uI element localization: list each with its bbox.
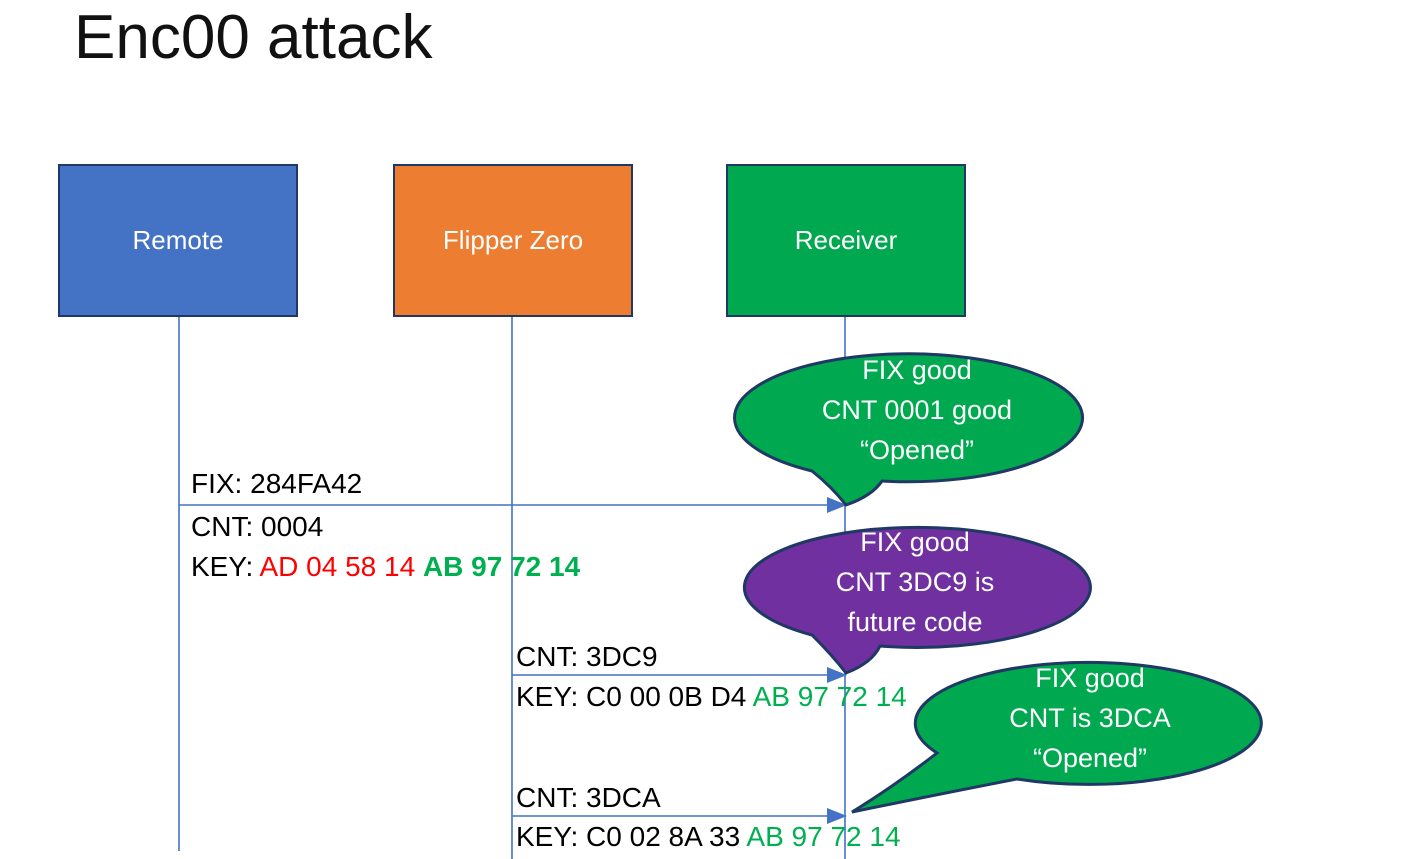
actor-label-remote: Remote: [132, 225, 224, 255]
message2-cnt-line: CNT: 3DC9: [516, 641, 658, 673]
actor-box-flipper-zero: Flipper Zero: [393, 164, 633, 317]
actor-label-flipper-zero: Flipper Zero: [442, 225, 584, 255]
callout-bubble-2: [742, 525, 1092, 675]
callout2-text: FIX good CNT 3DC9 is future code: [745, 522, 1085, 642]
message3-key-line: KEY: C0 02 8A 33 AB 97 72 14: [516, 821, 901, 853]
message2-key-black-bytes: C0 00 0B D4: [586, 681, 747, 712]
message3-key-black-bytes: C0 02 8A 33: [586, 821, 741, 852]
callout3-line2: CNT is 3DCA: [1009, 703, 1171, 733]
message1-key-label: KEY:: [191, 551, 254, 582]
message2-arrowhead-icon: [827, 667, 847, 683]
callout-bubble-3: [851, 660, 1263, 814]
callout1-line1: FIX good: [862, 355, 972, 385]
page-title: Enc00 attack: [74, 3, 433, 72]
message2-cnt-value: CNT: 3DC9: [516, 641, 658, 672]
message2-key-green-bytes: AB 97 72 14: [752, 681, 907, 712]
callout3-text: FIX good CNT is 3DCA “Opened”: [920, 658, 1260, 778]
callout3-line3: “Opened”: [1032, 743, 1148, 773]
message1-key-line: KEY: AD 04 58 14 AB 97 72 14: [191, 551, 580, 583]
message3-key-green-bytes: AB 97 72 14: [746, 821, 901, 852]
message1-key-green-bytes: AB 97 72 14: [422, 551, 581, 582]
message1-cnt-line: CNT: 0004: [191, 511, 323, 543]
message1-arrowhead-icon: [827, 497, 847, 513]
callout1-line3: “Opened”: [859, 435, 975, 465]
callout1-text: FIX good CNT 0001 good “Opened”: [747, 350, 1087, 470]
actor-label-receiver: Receiver: [794, 225, 898, 255]
message2-key-label: KEY:: [516, 681, 579, 712]
callout1-line2: CNT 0001 good: [821, 395, 1013, 425]
callout-bubble-1: [733, 352, 1084, 507]
callout2-line3: future code: [847, 607, 983, 637]
message1-key-red-bytes: AD 04 58 14: [259, 551, 416, 582]
callout2-line2: CNT 3DC9 is: [835, 567, 995, 597]
callout2-line1: FIX good: [860, 527, 970, 557]
message3-cnt-line: CNT: 3DCA: [516, 782, 661, 814]
message1-cnt-value: CNT: 0004: [191, 511, 324, 542]
actor-box-receiver: Receiver: [726, 164, 966, 317]
message3-key-label: KEY:: [516, 821, 579, 852]
actor-box-remote: Remote: [58, 164, 298, 317]
message3-arrowhead-icon: [827, 808, 847, 824]
message2-key-line: KEY: C0 00 0B D4 AB 97 72 14: [516, 681, 907, 713]
callout3-line1: FIX good: [1035, 663, 1145, 693]
message3-cnt-value: CNT: 3DCA: [516, 782, 661, 813]
message1-fix-line: FIX: 284FA42: [191, 468, 362, 500]
message1-fix-value: FIX: 284FA42: [191, 468, 363, 499]
